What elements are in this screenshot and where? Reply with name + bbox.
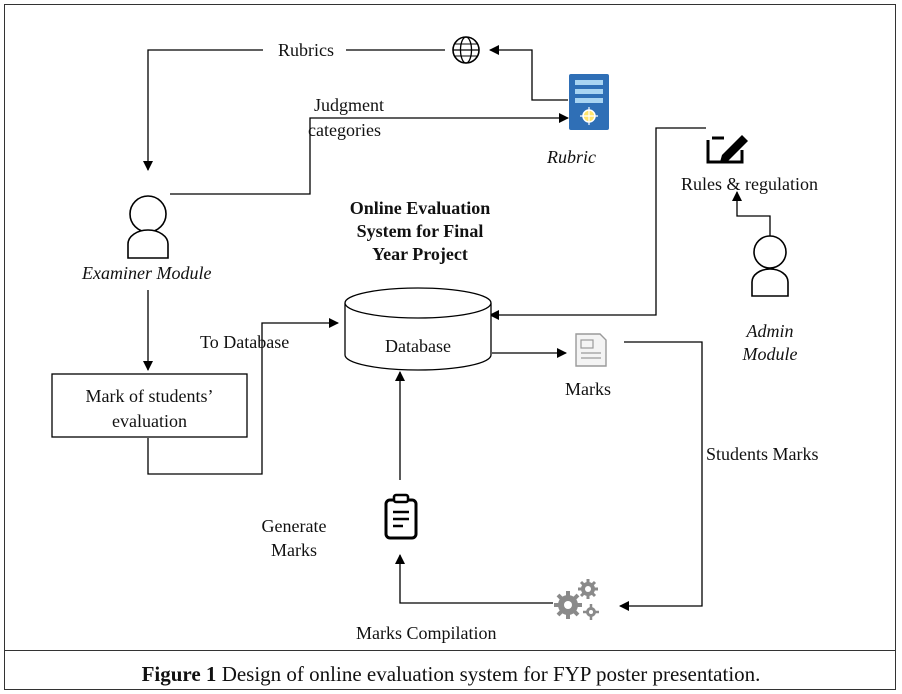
arrow-server-to-globe [489,45,568,101]
gears-icon [554,579,599,620]
arrow-admin-to-rules [732,191,771,237]
title-line2: System for Final [356,221,484,241]
rubrics-label: Rubrics [278,40,334,60]
generate-marks-line1: Generate [261,516,327,536]
admin-label-line2: Module [742,344,798,364]
title-line3: Year Project [372,244,468,264]
database-cylinder [344,287,492,371]
mark-evaluation-line1: Mark of students’ [85,386,214,406]
admin-person-icon [751,235,789,297]
rubric-label: Rubric [547,147,596,167]
arrow-judgment-to-rubric [170,113,569,195]
server-rubric-icon [569,74,609,130]
arrow-gears-to-generate [395,554,553,604]
figure-frame [4,4,896,690]
admin-label-line1: Admin [746,321,794,341]
to-database-label: To Database [200,332,290,352]
database-label: Database [385,336,451,356]
figure-caption-text: Design of online evaluation system for F… [216,662,761,686]
figure-caption-prefix: Figure 1 [141,662,217,686]
document-marks-icon [575,333,607,367]
judgment-label-line2: categories [308,120,381,140]
arrow-rubrics-to-examiner [143,49,263,171]
rules-regulation-label: Rules & regulation [681,174,818,194]
globe-icon [452,36,480,64]
examiner-module-label: Examiner Module [82,263,212,283]
examiner-person-icon [127,195,169,259]
line-marks-to-students [619,341,703,611]
arrow-rules-to-database [489,127,706,320]
figure-caption: Figure 1 Design of online evaluation sys… [0,662,902,686]
students-marks-label: Students Marks [706,444,819,464]
generate-marks-line2: Marks [271,540,317,560]
caption-divider [4,650,896,651]
marks-label: Marks [565,379,611,399]
mark-evaluation-line2: evaluation [112,411,187,431]
edit-icon [706,135,748,164]
title-line1: Online Evaluation [349,198,491,218]
arrow-markbox-to-database [147,318,339,475]
marks-compilation-label: Marks Compilation [356,623,497,643]
judgment-label-line1: Judgment [314,95,384,115]
clipboard-list-icon [384,493,418,540]
mark-evaluation-box [51,373,248,438]
